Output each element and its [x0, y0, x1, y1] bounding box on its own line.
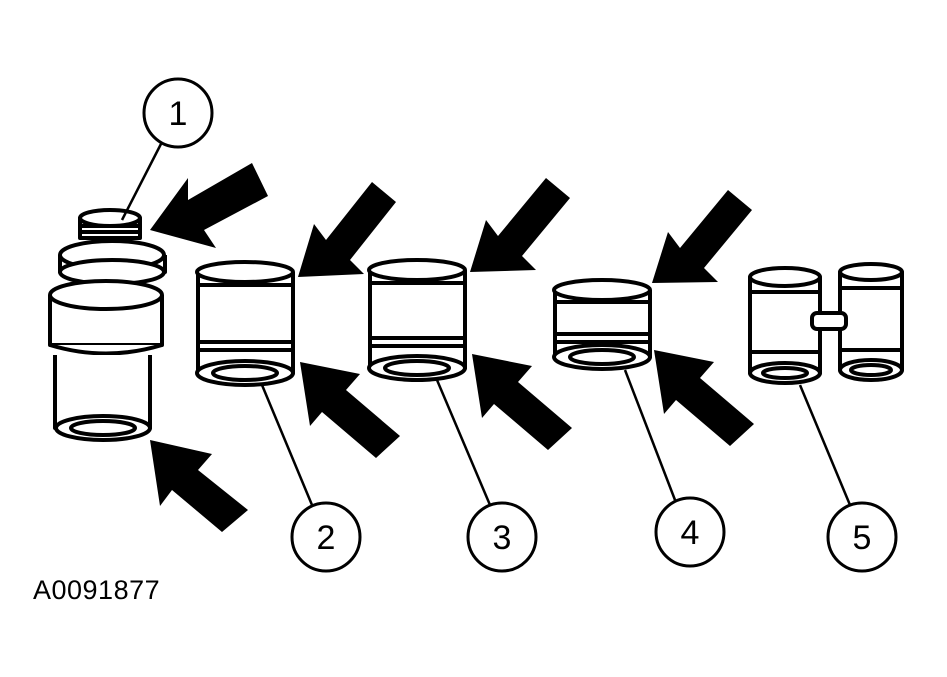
leader-line-1: [120, 139, 165, 221]
leader-line-4: [623, 369, 677, 501]
arrow-4-upper: [652, 190, 752, 283]
figure-id: A0091877: [33, 575, 161, 605]
arrow-2-upper: [298, 182, 396, 277]
callout-label-5: 5: [853, 519, 872, 557]
part-5-dual-coupling: [748, 262, 904, 385]
arrow-4-lower: [654, 350, 754, 446]
callout-circle-4: [654, 496, 726, 568]
callout-label-1: 1: [169, 95, 188, 133]
callout-circle-3: [466, 501, 538, 573]
arrow-3-upper: [470, 178, 570, 272]
arrow-2-lower: [300, 362, 400, 458]
callout-label-4: 4: [681, 514, 700, 552]
arrow-1-lower: [150, 440, 248, 532]
part-2-sleeve: [195, 260, 295, 387]
part-3-sleeve: [367, 258, 467, 382]
callout-label-2: 2: [317, 519, 336, 557]
callout-label-3: 3: [493, 519, 512, 557]
part-1-threaded-fitting: [48, 208, 167, 442]
callout-circle-1: [142, 77, 214, 149]
arrow-1-upper: [150, 163, 268, 248]
callout-circle-2: [290, 501, 362, 573]
leader-line-2: [260, 384, 314, 506]
callout-circle-5: [826, 501, 898, 573]
part-4-sleeve: [552, 278, 652, 371]
leader-line-5: [798, 384, 852, 506]
arrow-3-lower: [472, 354, 572, 450]
leader-line-3: [435, 379, 492, 506]
